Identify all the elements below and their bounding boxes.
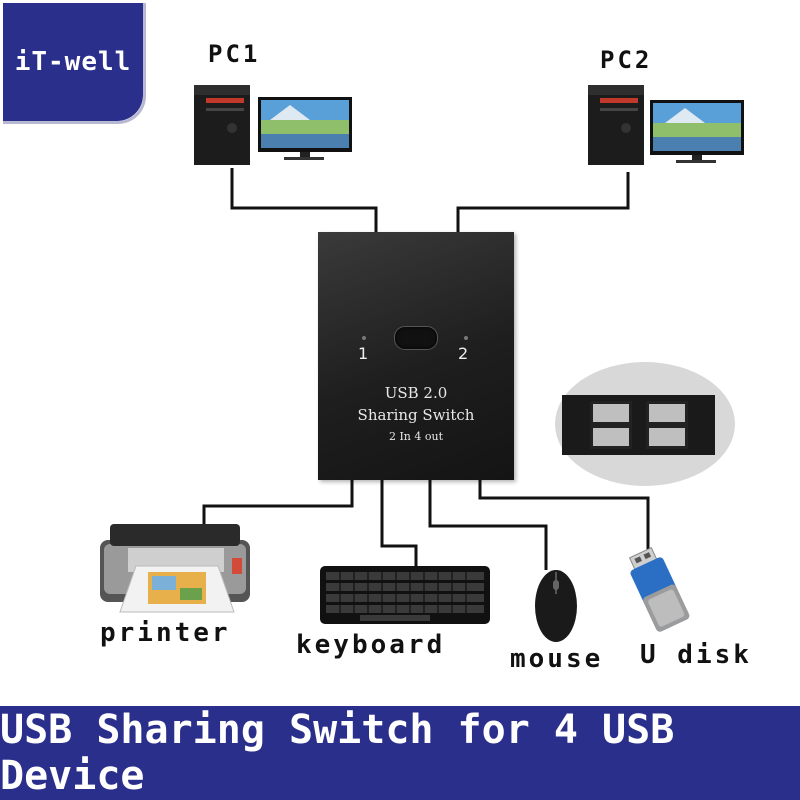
usb-switch-device: 1 2 USB 2.0 Sharing Switch 2 In 4 out bbox=[318, 232, 514, 480]
connection-cables bbox=[202, 168, 650, 570]
switch-io-text: 2 In 4 out bbox=[388, 430, 444, 443]
switch-model-text: USB 2.0 bbox=[384, 384, 448, 402]
port2-label: 2 bbox=[458, 344, 469, 363]
cable-mouse bbox=[428, 478, 548, 570]
udisk-icon bbox=[628, 547, 690, 632]
port2-led-icon bbox=[464, 336, 468, 340]
mouse-icon bbox=[535, 570, 577, 642]
cable-keyboard bbox=[380, 478, 418, 568]
pc2-tower-icon bbox=[588, 85, 644, 165]
printer-label: printer bbox=[100, 618, 231, 648]
switch-toggle-button[interactable] bbox=[394, 326, 438, 350]
cable-udisk bbox=[478, 478, 650, 552]
pc2-label: PC2 bbox=[600, 46, 653, 74]
footer-banner: USB Sharing Switch for 4 USB Device bbox=[0, 706, 800, 800]
usb-port-icon bbox=[646, 401, 688, 425]
cable-pc2 bbox=[456, 172, 630, 234]
printer-icon bbox=[100, 524, 250, 613]
mouse-label: mouse bbox=[510, 644, 604, 674]
port1-label: 1 bbox=[358, 344, 369, 363]
footer-caption: USB Sharing Switch for 4 USB Device bbox=[0, 707, 675, 799]
pc1-label: PC1 bbox=[208, 40, 261, 68]
port1-led-icon bbox=[362, 336, 366, 340]
keyboard-label: keyboard bbox=[296, 630, 446, 660]
cable-pc1 bbox=[230, 168, 378, 234]
keyboard-icon bbox=[320, 566, 490, 624]
usb-port-icon bbox=[646, 425, 688, 449]
brand-logo: iT-well bbox=[3, 3, 146, 124]
cable-printer bbox=[202, 478, 354, 524]
diagram-canvas bbox=[100, 85, 744, 642]
pc1-tower-icon bbox=[194, 85, 250, 165]
usb-port-icon bbox=[590, 401, 632, 425]
switch-name-text: Sharing Switch bbox=[357, 406, 475, 424]
pc2-monitor-icon bbox=[650, 100, 744, 163]
usb-ports-panel bbox=[562, 395, 715, 455]
pc1-monitor-icon bbox=[258, 97, 352, 160]
usb-port-icon bbox=[590, 425, 632, 449]
udisk-label: U disk bbox=[640, 640, 752, 670]
